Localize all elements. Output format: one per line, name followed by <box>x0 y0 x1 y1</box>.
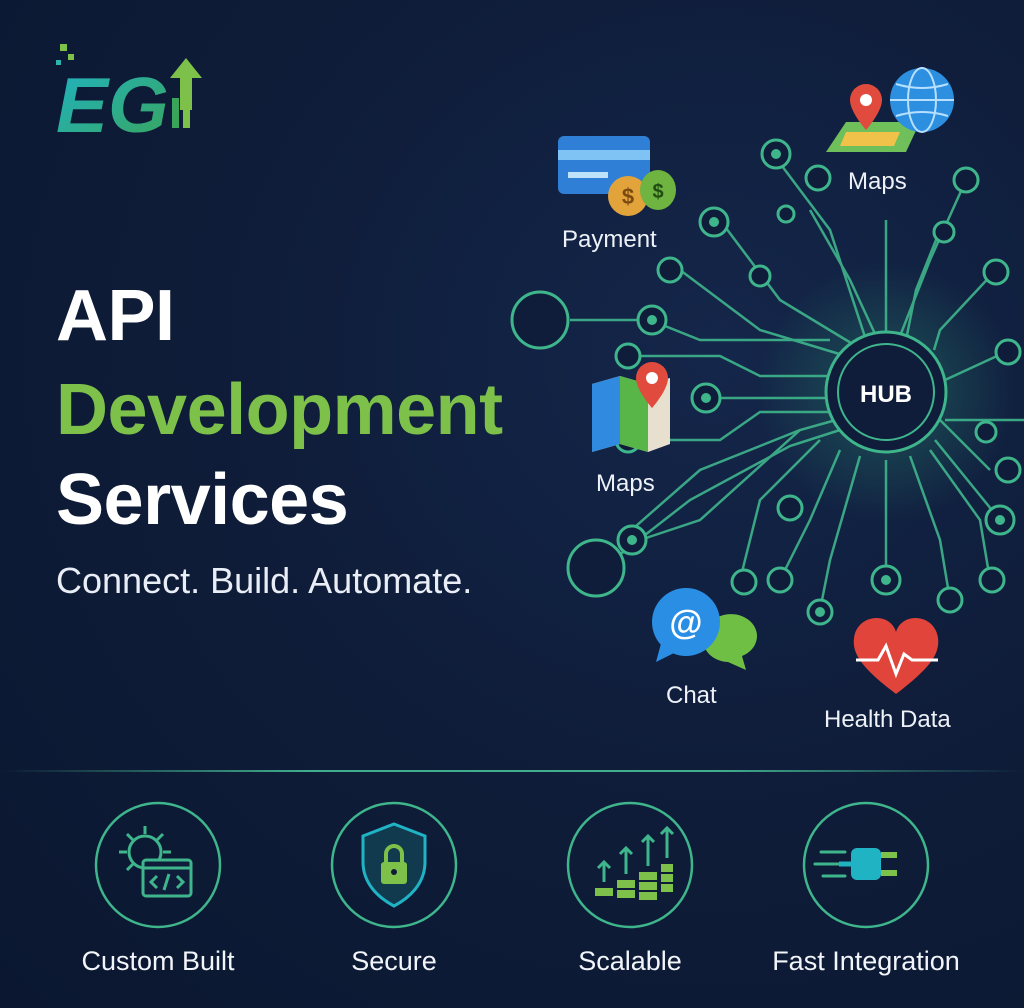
heart-icon <box>853 618 939 694</box>
maps-globe-icon <box>826 67 954 152</box>
shield-lock-icon <box>330 801 458 929</box>
chat-icon: @ <box>652 588 757 670</box>
headline-development: Development <box>56 370 503 450</box>
payment-label: Payment <box>562 226 657 253</box>
feature-label: Custom Built <box>81 946 235 976</box>
maps-left-label: Maps <box>596 470 655 497</box>
payment-icon: $ $ <box>558 136 676 216</box>
svg-text:$: $ <box>622 184 634 209</box>
circuit-network: HUB <box>510 67 1024 694</box>
plug-icon <box>802 801 930 929</box>
feature-fast-integration: Fast Integration <box>756 800 976 990</box>
maps-top-label: Maps <box>848 168 907 195</box>
svg-text:@: @ <box>669 604 702 642</box>
logo-text: EG <box>56 61 169 140</box>
svg-text:$: $ <box>652 181 663 203</box>
feature-scalable: Scalable <box>520 800 740 990</box>
hub-label: HUB <box>860 381 912 408</box>
feature-label: Fast Integration <box>772 946 960 976</box>
chat-label: Chat <box>666 682 717 709</box>
maps-pin-icon <box>592 362 670 452</box>
section-divider <box>0 770 1024 772</box>
headline-services: Services <box>56 460 349 540</box>
gear-code-icon <box>94 801 222 929</box>
tagline: Connect. Build. Automate. <box>56 560 473 601</box>
feature-label: Scalable <box>578 946 682 976</box>
feature-label: Secure <box>351 946 437 976</box>
eg-logo: EG <box>56 44 202 140</box>
feature-custom-built: Custom Built <box>48 800 268 990</box>
feature-secure: Secure <box>284 800 504 990</box>
growth-bars-icon <box>566 801 694 929</box>
health-data-label: Health Data <box>824 706 951 733</box>
headline-api: API <box>56 276 175 356</box>
